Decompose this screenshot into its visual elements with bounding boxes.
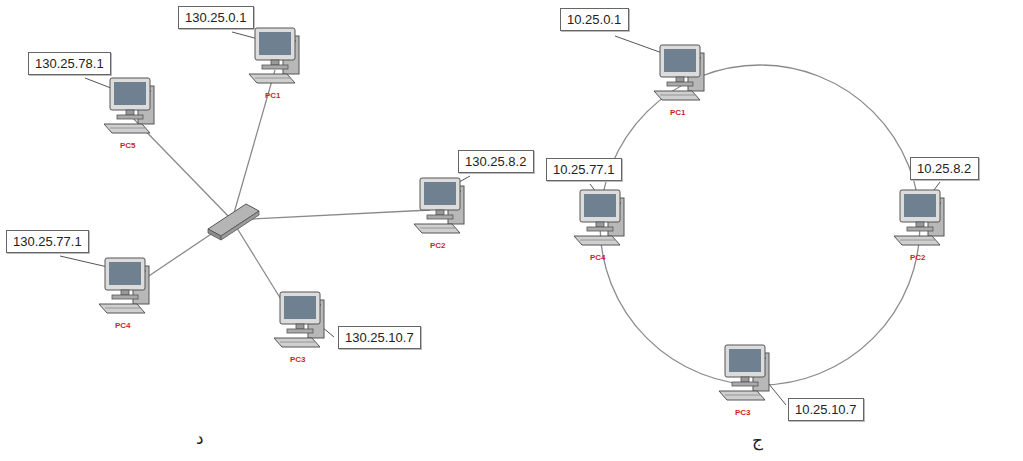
ip-address-box: 130.25.77.1 bbox=[6, 230, 89, 253]
ip-address: 130.25.77.1 bbox=[13, 234, 82, 249]
ip-address-box: 130.25.10.7 bbox=[338, 326, 421, 349]
pc-name: PC5 bbox=[120, 141, 136, 150]
ip-address-box: 10.25.10.7 bbox=[788, 398, 864, 421]
pc-name: PC4 bbox=[590, 253, 606, 262]
pc-name: PC1 bbox=[670, 108, 686, 117]
ip-address-box: 130.25.8.2 bbox=[458, 150, 534, 173]
ip-address: 130.25.0.1 bbox=[185, 10, 246, 25]
figure-caption: ج bbox=[752, 430, 763, 450]
ip-address: 130.25.8.2 bbox=[465, 154, 526, 169]
ip-address-box: 10.25.77.1 bbox=[546, 158, 622, 181]
pc-name: PC3 bbox=[290, 355, 306, 364]
ip-address: 130.25.78.1 bbox=[35, 56, 104, 71]
ip-address: 10.25.0.1 bbox=[567, 12, 621, 27]
pc-name: PC3 bbox=[735, 408, 751, 417]
pc-name: PC2 bbox=[430, 241, 446, 250]
ip-address: 130.25.10.7 bbox=[345, 330, 414, 345]
ring-link bbox=[600, 65, 920, 385]
leader-lines bbox=[60, 32, 940, 405]
ip-address-box: 130.25.0.1 bbox=[178, 6, 254, 29]
ip-address: 10.25.10.7 bbox=[795, 402, 856, 417]
pc-icons bbox=[99, 28, 944, 400]
ip-address-box: 130.25.78.1 bbox=[28, 52, 111, 75]
pc-name: PC1 bbox=[265, 91, 281, 100]
pc-name: PC2 bbox=[910, 253, 926, 262]
ip-address: 10.25.77.1 bbox=[553, 162, 614, 177]
ip-address-box: 10.25.0.1 bbox=[560, 8, 629, 31]
pc-name: PC4 bbox=[115, 321, 131, 330]
ip-address-box: 10.25.8.2 bbox=[910, 157, 979, 180]
figure-caption: د bbox=[196, 428, 204, 448]
ip-address: 10.25.8.2 bbox=[917, 161, 971, 176]
star-links bbox=[125, 70, 430, 322]
